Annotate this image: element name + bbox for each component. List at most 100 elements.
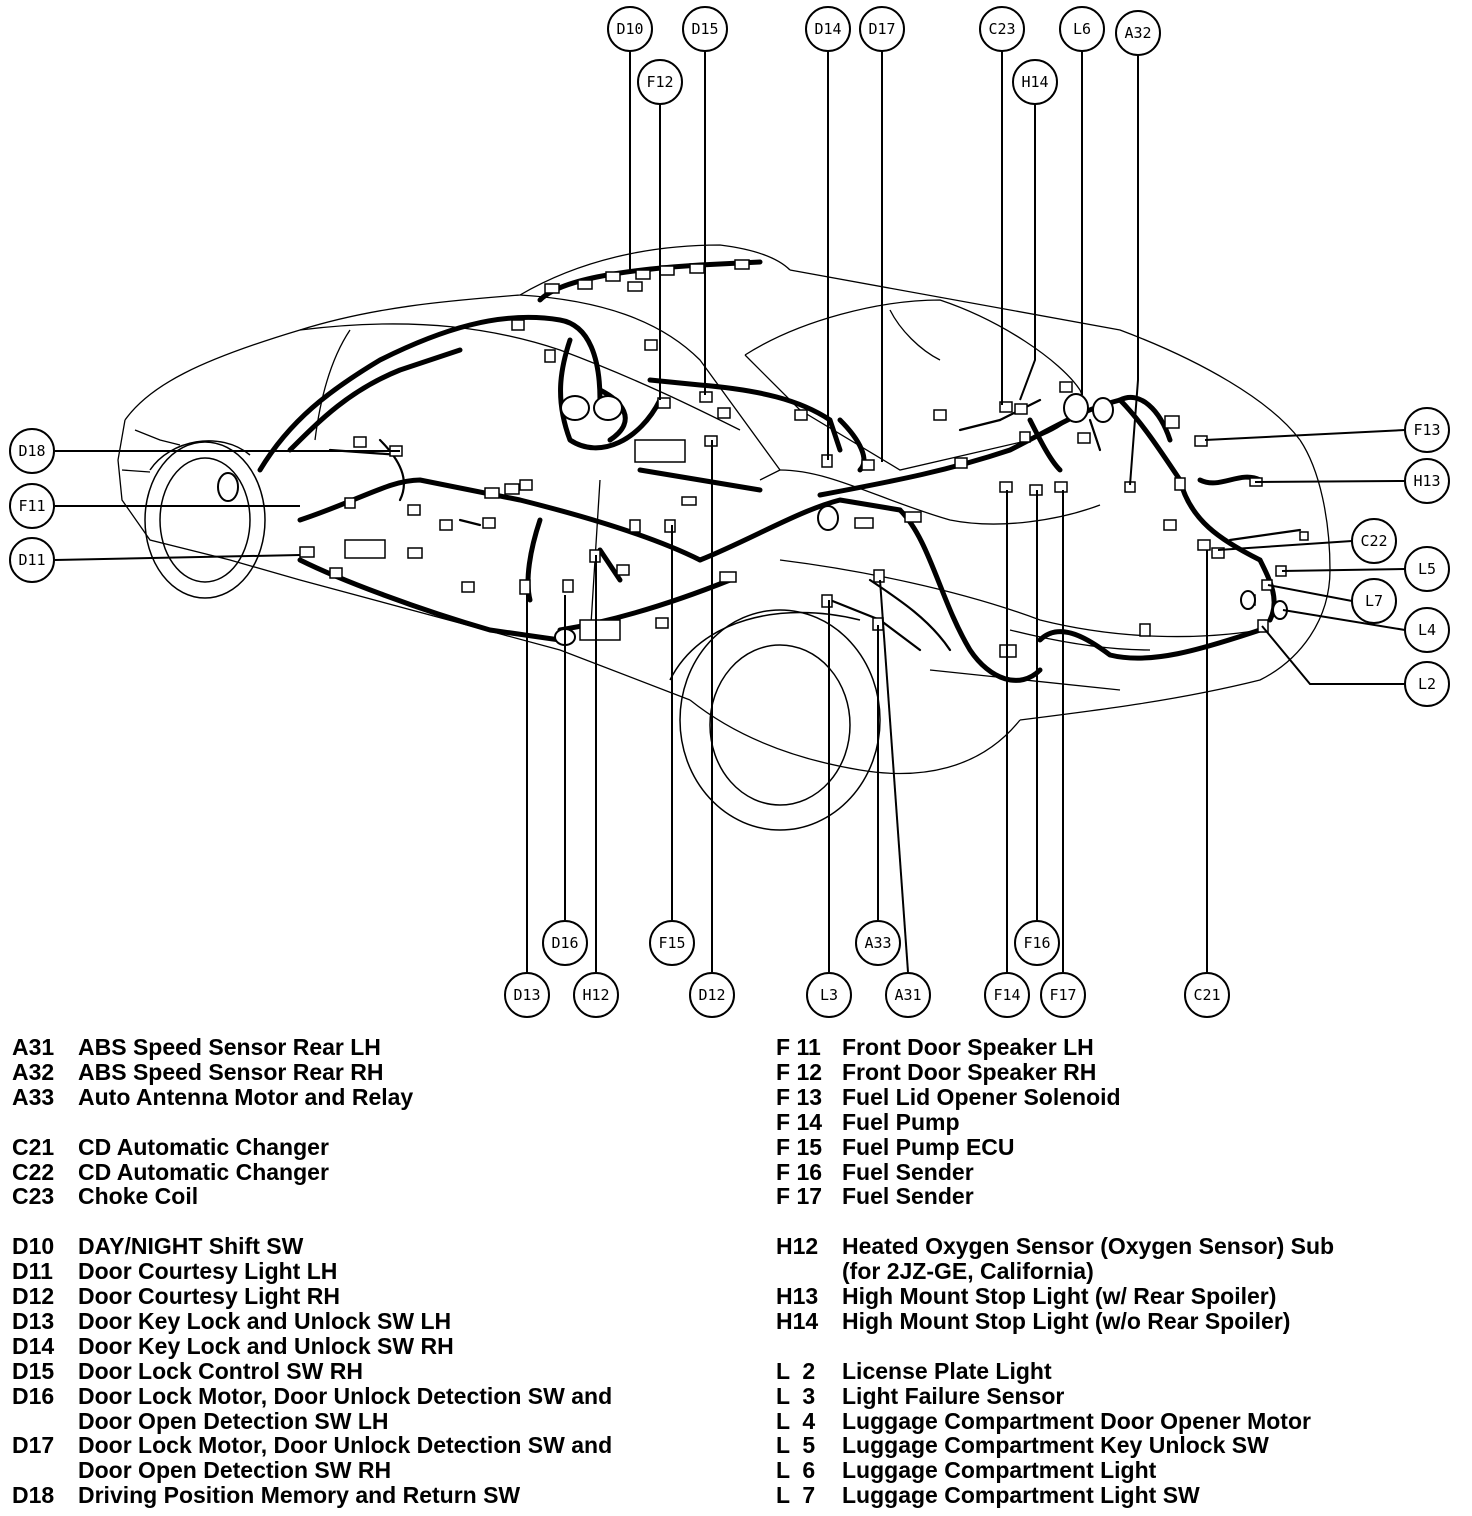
- legend-code: D10: [12, 1233, 55, 1260]
- legend-row-h14: H14 High Mount Stop Light (w/o Rear Spoil…: [776, 1309, 1334, 1334]
- callout-l6: L6: [1073, 20, 1091, 38]
- legend-desc: CD Automatic Changer: [78, 1133, 329, 1160]
- legend-desc: Front Door Speaker RH: [842, 1058, 1097, 1085]
- callout-f12: F12: [646, 73, 673, 91]
- callout-l7: L7: [1365, 592, 1383, 610]
- callout-c21: C21: [1193, 986, 1220, 1004]
- legend-desc: Driving Position Memory and Return SW: [78, 1482, 521, 1509]
- legend-code: L 5: [776, 1432, 816, 1459]
- legend-row-f13: F 13 Fuel Lid Opener Solenoid: [776, 1083, 1334, 1110]
- legend-desc: Door Lock Motor, Door Unlock Detection S…: [78, 1432, 613, 1459]
- legend-desc-cont: Door Open Detection SW LH: [78, 1407, 389, 1434]
- callout-d12: D12: [698, 986, 725, 1004]
- legend-code: F 14: [776, 1108, 823, 1135]
- legend-code: C21: [12, 1133, 55, 1160]
- legend-code: L 3: [776, 1382, 816, 1409]
- legend-code: D16: [12, 1382, 55, 1409]
- legend-desc: Heated Oxygen Sensor (Oxygen Sensor) Sub: [842, 1233, 1335, 1260]
- legend-row-c21: C21 CD Automatic Changer: [12, 1133, 612, 1160]
- callout-c23: C23: [988, 20, 1015, 38]
- legend-code: L 7: [776, 1482, 816, 1509]
- wiring-harness-diagram: D10 D15 F12 D14 D17 C23 H14 L6 A32 D18 F…: [9, 6, 1450, 1018]
- callout-f13: F13: [1413, 421, 1440, 439]
- legend-desc: Luggage Compartment Door Opener Motor: [842, 1407, 1311, 1434]
- legend-code: D11: [12, 1258, 53, 1285]
- legend-row-f14: F 14 Fuel Pump: [776, 1108, 1334, 1135]
- legend-code: C22: [12, 1158, 55, 1185]
- legend-desc: Door Lock Control SW RH: [78, 1357, 363, 1384]
- legend-desc: Door Key Lock and Unlock SW RH: [78, 1332, 454, 1359]
- callout-h14: H14: [1021, 73, 1048, 91]
- legend-code: L 2: [776, 1357, 816, 1384]
- legend-code: H13: [776, 1283, 819, 1310]
- callout-h13: H13: [1413, 472, 1440, 490]
- callout-l4: L4: [1418, 621, 1436, 639]
- legend-code: L 6: [776, 1457, 816, 1484]
- legend-desc: Fuel Sender: [842, 1158, 974, 1185]
- callout-d16: D16: [551, 934, 578, 952]
- legend-spacer: [12, 1110, 612, 1135]
- legend-code: A33: [12, 1083, 55, 1110]
- callout-f14: F14: [993, 986, 1020, 1004]
- callout-d10: D10: [616, 20, 643, 38]
- legend-desc: Fuel Sender: [842, 1183, 974, 1210]
- callout-h12: H12: [582, 986, 609, 1004]
- legend-code: D12: [12, 1283, 55, 1310]
- legend-desc: Front Door Speaker LH: [842, 1034, 1094, 1060]
- legend-row-l5: L 5 Luggage Compartment Key Unlock SW: [776, 1433, 1334, 1458]
- callout-circles: [9, 6, 1450, 1018]
- legend-row-l7: L 7 Luggage Compartment Light SW: [776, 1483, 1334, 1508]
- callout-d17: D17: [868, 20, 895, 38]
- legend-desc: Fuel Lid Opener Solenoid: [842, 1083, 1121, 1110]
- legend-row-d12: D12 Door Courtesy Light RH: [12, 1284, 612, 1309]
- legend-row-h12-cont: (for 2JZ-GE, California): [776, 1259, 1334, 1284]
- legend-desc: Fuel Pump: [842, 1108, 960, 1135]
- legend-code: H14: [776, 1307, 819, 1334]
- callout-d13: D13: [513, 986, 540, 1004]
- callout-l3: L3: [820, 986, 838, 1004]
- round-grommets: [217, 393, 1288, 646]
- legend-desc: Luggage Compartment Light SW: [842, 1482, 1200, 1509]
- connectors: [299, 259, 1309, 658]
- legend-desc: Luggage Compartment Light: [842, 1457, 1157, 1484]
- legend-spacer: [12, 1209, 612, 1234]
- legend-spacer: [776, 1209, 1334, 1234]
- legend-desc: High Mount Stop Light (w/o Rear Spoiler): [842, 1307, 1291, 1334]
- legend-code: A31: [12, 1034, 55, 1060]
- legend-desc: Choke Coil: [78, 1183, 199, 1210]
- legend-code: F 12: [776, 1058, 823, 1085]
- leader-lines: [54, 50, 1406, 973]
- legend-code: F 13: [776, 1083, 823, 1110]
- callout-f11: F11: [18, 497, 45, 515]
- legend-row-a33: A33 Auto Antenna Motor and Relay: [12, 1083, 612, 1110]
- legend-desc: Luggage Compartment Key Unlock SW: [842, 1432, 1269, 1459]
- legend-desc: ABS Speed Sensor Rear LH: [78, 1034, 381, 1060]
- legend-row-l2: L 2 License Plate Light: [776, 1357, 1334, 1384]
- legend-desc: Auto Antenna Motor and Relay: [78, 1083, 414, 1110]
- callout-f15: F15: [658, 934, 685, 952]
- car-body-outline: [117, 244, 1331, 775]
- callout-f17: F17: [1049, 986, 1076, 1004]
- legend-desc: Door Lock Motor, Door Unlock Detection S…: [78, 1382, 613, 1409]
- legend-desc: Door Courtesy Light LH: [78, 1258, 338, 1285]
- legend-desc: ABS Speed Sensor Rear RH: [78, 1058, 384, 1085]
- legend-code: F 16: [776, 1158, 823, 1185]
- legend-row-l6: L 6 Luggage Compartment Light: [776, 1458, 1334, 1483]
- callout-a32: A32: [1124, 24, 1151, 42]
- legend-code: F 15: [776, 1133, 823, 1160]
- callout-c22: C22: [1360, 532, 1387, 550]
- legend-desc: License Plate Light: [842, 1357, 1052, 1384]
- legend-desc: Door Courtesy Light RH: [78, 1283, 340, 1310]
